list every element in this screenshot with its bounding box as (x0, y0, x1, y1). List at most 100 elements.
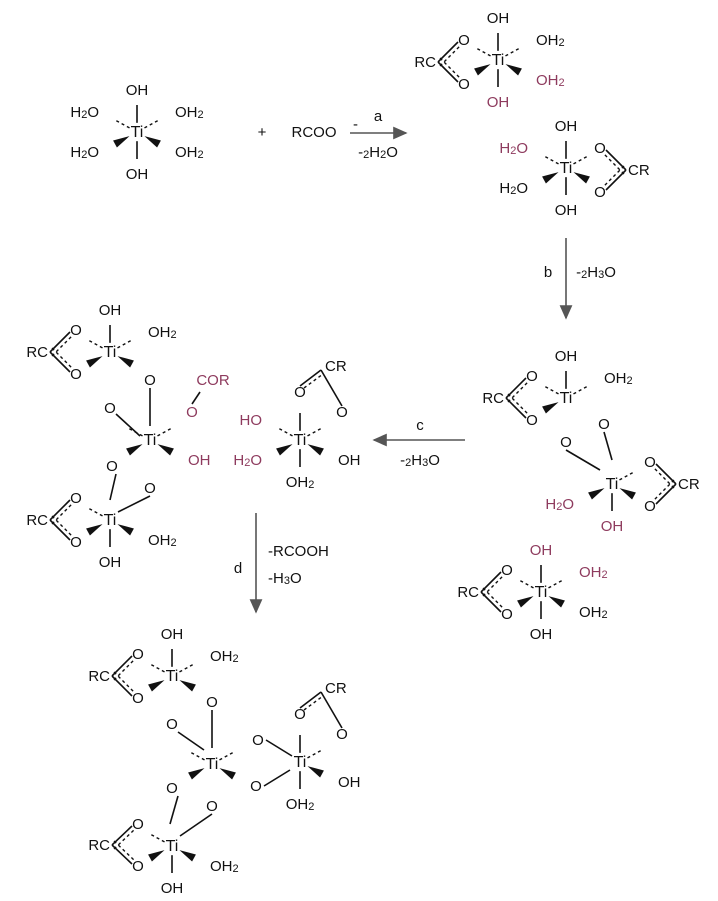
reagent-charge: - (353, 116, 358, 133)
atom-label: OH2 (175, 144, 204, 161)
dashed-bond (51, 515, 73, 537)
atom-label: OH (188, 452, 211, 469)
dashed-bond (114, 119, 130, 129)
dashed-bond (507, 381, 529, 403)
dashed-bond (157, 427, 173, 437)
atom-label: H2O (70, 104, 99, 121)
wedge-bond (86, 356, 103, 368)
bond (299, 691, 322, 709)
atom-label: OH (126, 166, 149, 183)
dashed-bond (113, 659, 135, 681)
titanium-atom: Ti (560, 160, 573, 177)
carboxylate-label: RC (482, 390, 504, 407)
carboxylate-label: CR (325, 680, 347, 697)
atom-label: OH2 (536, 32, 565, 49)
titanium-atom: Ti (535, 584, 548, 601)
titanium-atom: Ti (206, 756, 219, 773)
atom-label: OH2 (210, 648, 239, 665)
dashed-bond (51, 335, 73, 357)
oxygen-atom: O (132, 646, 144, 663)
wedge-bond (307, 766, 324, 778)
atom-label: OH2 (210, 858, 239, 875)
wedge-bond (219, 768, 236, 780)
step-b-loss: -2H3O (576, 264, 616, 281)
carboxylate-label: RC (26, 512, 48, 529)
dashed-bond (179, 663, 195, 673)
oxygen-atom: O (594, 140, 606, 157)
carboxylate-label: CR (628, 162, 650, 179)
dashed-bond (127, 427, 143, 437)
atom-label: H2O (70, 144, 99, 161)
dashed-bond (475, 47, 491, 57)
atom-label: OH (126, 82, 149, 99)
dashed-bond (189, 751, 205, 761)
dashed-bond (117, 339, 133, 349)
bond (169, 795, 179, 825)
atom-label: H2O (233, 452, 262, 469)
dashed-bond (543, 385, 559, 395)
oxygen-atom: O (336, 404, 348, 421)
dashed-bond (219, 751, 235, 761)
carboxylate-label: RC (26, 344, 48, 361)
atom-label: OH (555, 118, 578, 135)
bond (480, 591, 502, 613)
atom-label: OH (530, 542, 553, 559)
oxygen-atom: O (501, 562, 513, 579)
carboxylate-reagent: RCOO (292, 124, 337, 141)
atom-label: H2O (545, 496, 574, 513)
step-d-loss-2: -H3O (268, 570, 302, 587)
bond (49, 519, 71, 541)
oxygen-atom: O (526, 412, 538, 429)
titanium-atom: Ti (294, 754, 307, 771)
oxygen-atom: O (144, 480, 156, 497)
titanium-atom: Ti (166, 838, 179, 855)
bond (111, 844, 133, 865)
atom-label: OH (555, 202, 578, 219)
atom-label: OH2 (579, 604, 608, 621)
dashed-bond (482, 575, 504, 597)
acyl-label: COR (196, 372, 230, 389)
oxygen-atom: O (294, 384, 306, 401)
atom-label: OH (530, 626, 553, 643)
titanium-atom: Ti (166, 668, 179, 685)
step-d-letter: d (234, 560, 242, 577)
dashed-bond (149, 833, 165, 843)
dashed-bond (548, 579, 564, 589)
wedge-bond (548, 596, 565, 608)
oxygen-atom: O (144, 372, 156, 389)
dashed-bond (113, 840, 135, 861)
oxygen-atom: O (106, 458, 118, 475)
dashed-bond (303, 373, 324, 389)
wedge-bond (188, 768, 205, 780)
oxygen-atom: O (132, 816, 144, 833)
wedge-bond (126, 444, 143, 456)
titanium-atom: Ti (560, 390, 573, 407)
dashed-bond (573, 385, 589, 395)
bond (265, 739, 293, 757)
titanium-atom: Ti (144, 432, 157, 449)
bond (505, 397, 527, 419)
atom-label: OH2 (604, 370, 633, 387)
titanium-atom: Ti (606, 476, 619, 493)
atom-label: OH2 (286, 474, 315, 491)
bond (263, 769, 291, 787)
wedge-bond (157, 444, 174, 456)
oxygen-atom: O (336, 726, 348, 743)
wedge-bond (307, 444, 324, 456)
bond (320, 691, 343, 729)
step-c-loss: -2H3O (400, 452, 440, 469)
atom-label: OH (555, 348, 578, 365)
dashed-bond (507, 393, 529, 415)
oxygen-atom: O (206, 798, 218, 815)
wedge-bond (148, 680, 165, 692)
oxygen-atom: O (104, 400, 116, 417)
dashed-bond (653, 467, 675, 489)
oxygen-atom: O (186, 404, 198, 421)
atom-label: H2O (499, 140, 528, 157)
dashed-bond (144, 119, 160, 129)
dashed-bond (653, 479, 675, 501)
wedge-bond (505, 64, 522, 76)
titanium-atom: Ti (131, 124, 144, 141)
step-a-loss: -2H2O (358, 144, 398, 161)
